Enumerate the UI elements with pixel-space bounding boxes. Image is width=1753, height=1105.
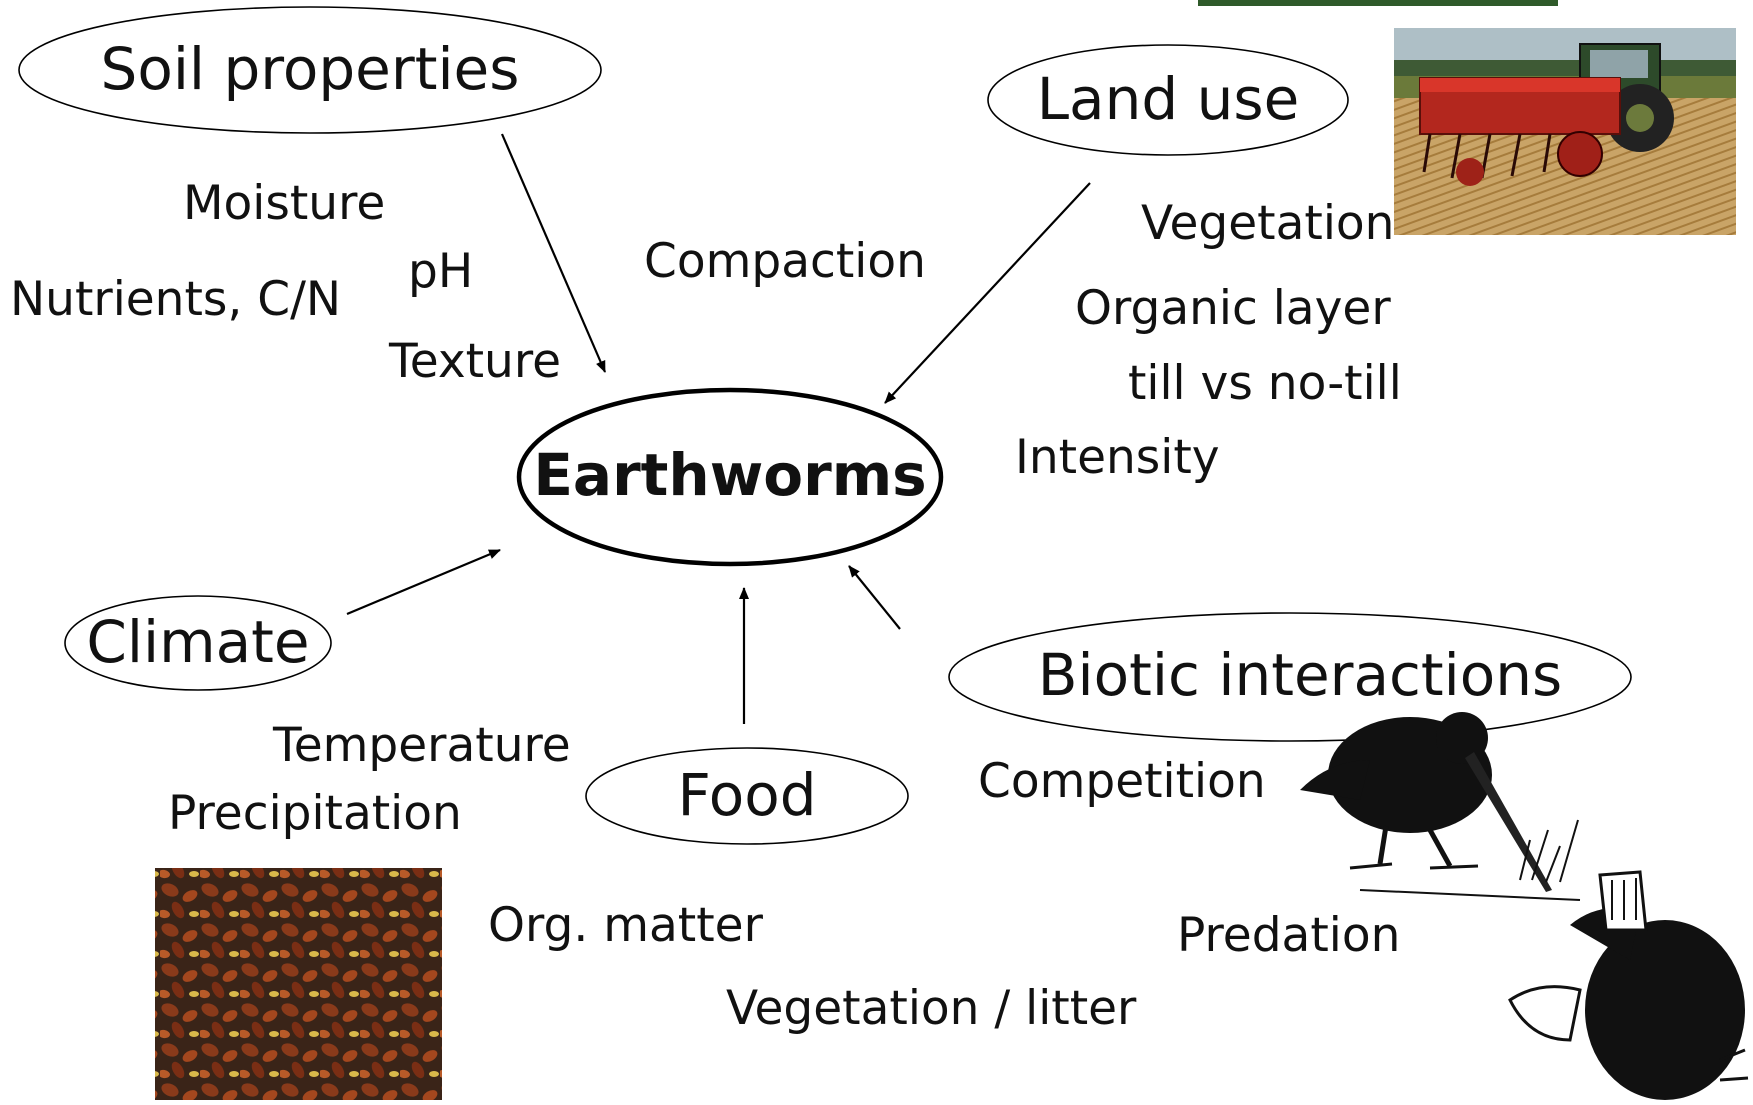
biotic-interactions-label: Biotic interactions — [1037, 641, 1563, 709]
climate-ellipse — [64, 595, 332, 691]
tractor-photo — [1394, 28, 1736, 235]
factor-till: till vs no-till — [1128, 356, 1402, 411]
food-ellipse — [585, 747, 909, 845]
factor-organic-layer: Organic layer — [1075, 281, 1391, 336]
factor-moisture: Moisture — [183, 176, 386, 231]
factor-intensity: Intensity — [1015, 430, 1220, 485]
arrow-landuse-to-earthworms — [884, 182, 1091, 404]
climate-label: Climate — [86, 608, 310, 676]
factor-compaction: Compaction — [644, 234, 926, 289]
factor-precipitation: Precipitation — [168, 786, 462, 841]
factor-texture: Texture — [389, 334, 562, 389]
factor-competition: Competition — [978, 754, 1266, 809]
photo-strip-top — [1198, 0, 1558, 6]
factor-org-matter: Org. matter — [488, 898, 763, 953]
land-use-ellipse — [987, 44, 1349, 156]
factor-temperature: Temperature — [273, 718, 571, 773]
soil-properties-label: Soil properties — [100, 35, 520, 103]
food-label: Food — [677, 761, 817, 829]
factor-nutrients: Nutrients, C/N — [10, 272, 342, 327]
biotic-interactions-ellipse — [948, 612, 1632, 742]
earthworms-label: Earthworms — [533, 441, 927, 509]
predators-drawing — [1300, 712, 1749, 1100]
arrow-biotic-to-earthworms — [848, 565, 901, 630]
soil-properties-ellipse — [18, 6, 602, 134]
factor-predation: Predation — [1177, 908, 1401, 963]
factor-vegetation-litter: Vegetation / litter — [726, 981, 1137, 1036]
earthworms-ellipse — [516, 387, 944, 567]
factor-ph: pH — [408, 244, 474, 299]
factor-vegetation: Vegetation — [1141, 196, 1395, 251]
land-use-label: Land use — [1036, 65, 1300, 133]
arrow-soil-to-earthworms — [500, 133, 607, 373]
arrow-climate-to-earthworms — [346, 548, 501, 616]
leaf-litter-photo — [155, 868, 442, 1100]
